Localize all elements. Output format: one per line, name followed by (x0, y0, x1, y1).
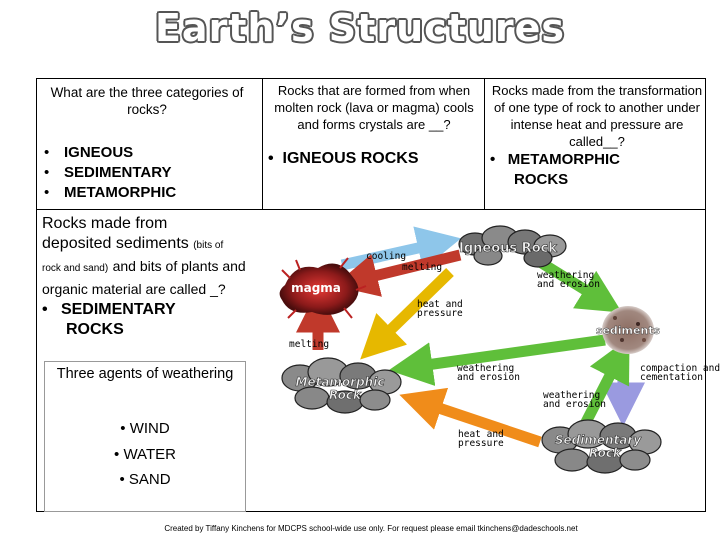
heat-mid-label-1: heat and (417, 299, 463, 310)
igneous-question: Rocks that are formed from when molten r… (274, 83, 474, 132)
arrow-weathering-mid (388, 334, 606, 386)
table-column-divider-2 (484, 78, 485, 209)
arrow-heat-mid (360, 268, 454, 360)
cooling-label: cooling (366, 251, 406, 262)
weathering-mid-label-2: and erosion (457, 372, 520, 383)
sedimentary-rock-pile (541, 419, 662, 474)
table-frame (36, 78, 706, 512)
weathering-right-label-1: weathering (543, 390, 600, 401)
table-column-divider-1 (262, 78, 263, 209)
sedimentary-rock-label-1: Sedimentary (555, 433, 642, 447)
sediments-pile (602, 306, 654, 354)
metamorphic-question: Rocks made from the transformation of on… (491, 83, 703, 149)
footer-credit: Created by Tiffany Kinchens for MDCPS sc… (164, 524, 578, 533)
melting-top-label: melting (402, 262, 442, 273)
igneous-rock-label: Igneous Rock (459, 241, 557, 256)
rock-categories-question: What are the three categories of rocks? (50, 85, 244, 117)
weathering-box (44, 361, 246, 512)
page-title: Earth’s Structures (154, 6, 566, 50)
compaction-label-2: cementation (640, 372, 703, 383)
weathering-right-label-2: and erosion (543, 399, 606, 410)
weathering-top-label-2: and erosion (537, 279, 600, 290)
arrow-weathering-right (578, 337, 630, 431)
heat-bottom-label-1: heat and (458, 429, 504, 440)
sedimentary-question: Rocks made from deposited sediments (bit… (42, 215, 246, 338)
list-item: • WIND (120, 420, 170, 437)
table-row-divider (36, 209, 706, 210)
weathering-title: Three agents of weathering (56, 366, 234, 382)
metamorphic-answer: • METAMORPHIC ROCKS (490, 151, 620, 188)
arrow-heat-bottom (399, 387, 542, 448)
sedimentary-rock-label-2: Rock (589, 446, 622, 460)
arrow-weathering-top (537, 257, 623, 313)
magma-label: magma (291, 281, 341, 295)
melting-left-label: melting (289, 339, 329, 350)
heat-bottom-label-2: pressure (458, 438, 504, 449)
sediments-label: sediments (596, 324, 661, 337)
list-item: •IGNEOUS (44, 144, 134, 161)
list-item: •SEDIMENTARY (44, 164, 172, 181)
metamorphic-rock-label-2: Rock (329, 388, 362, 402)
igneous-answer: • IGNEOUS ROCKS (268, 150, 419, 167)
igneous-rock-pile (458, 225, 567, 268)
metamorphic-rock-pile (281, 357, 402, 414)
weathering-top-label-1: weathering (537, 270, 594, 281)
list-item: • SAND (119, 471, 171, 488)
metamorphic-rock-label-1: Metamorphic (296, 375, 385, 389)
rock-categories-answers: •IGNEOUS •SEDIMENTARY •METAMORPHIC (44, 143, 176, 203)
magma-blob (279, 257, 367, 319)
list-item: •METAMORPHIC (44, 184, 177, 201)
arrow-melting-top (333, 249, 462, 297)
weathering-mid-label-1: weathering (457, 363, 514, 374)
compaction-label-1: compaction and (640, 363, 720, 374)
list-item: • WATER (114, 445, 176, 463)
weathering-list: • WIND • WATER • SAND (44, 416, 246, 493)
heat-mid-label-2: pressure (417, 308, 463, 319)
